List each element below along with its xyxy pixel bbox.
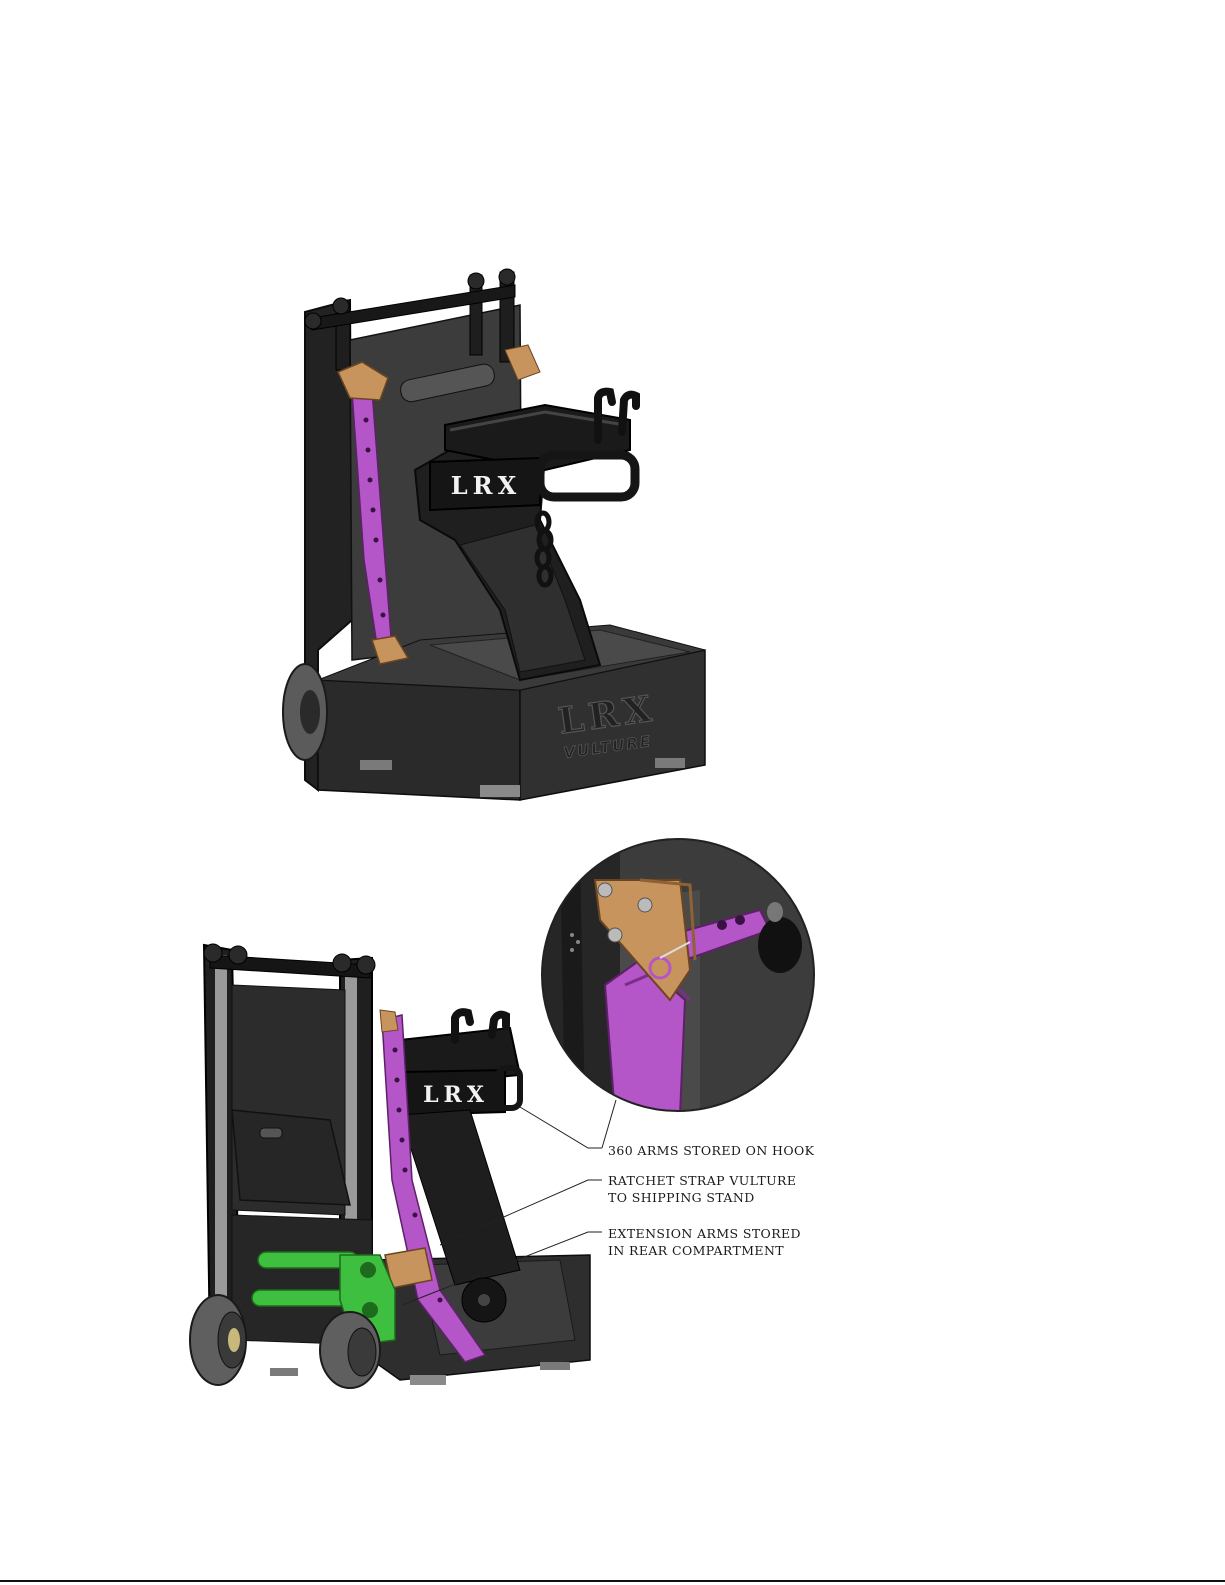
callout-extension-arms-line-1: EXTENSION ARMS STORED — [608, 1225, 801, 1242]
callout-360-arms-line-1: 360 ARMS STORED ON HOOK — [608, 1142, 814, 1159]
callout-ratchet-strap-line-2: TO SHIPPING STAND — [608, 1189, 796, 1206]
callout-extension-arms-line-2: IN REAR COMPARTMENT — [608, 1242, 801, 1259]
page-bottom-rule — [0, 1580, 1225, 1582]
callout-extension-arms: EXTENSION ARMS STORED IN REAR COMPARTMEN… — [608, 1225, 801, 1259]
base-box-front — [318, 680, 520, 800]
leader-360-arms — [602, 1100, 616, 1148]
leader-360-arms-tray — [520, 1107, 602, 1148]
top-isometric-view: LRX LRX VULTURE — [283, 269, 705, 800]
callout-ratchet-strap-line-1: RATCHET STRAP VULTURE — [608, 1172, 796, 1189]
callout-ratchet-strap: RATCHET STRAP VULTURE TO SHIPPING STAND — [608, 1172, 796, 1206]
detail-callout-circle — [540, 839, 820, 1120]
logo-plate-text: LRX — [451, 471, 521, 500]
callout-360-arms: 360 ARMS STORED ON HOOK — [608, 1142, 814, 1159]
bottom-isometric-view: LRX — [190, 944, 590, 1388]
logo-plate-bottom-text: LRX — [423, 1082, 489, 1108]
